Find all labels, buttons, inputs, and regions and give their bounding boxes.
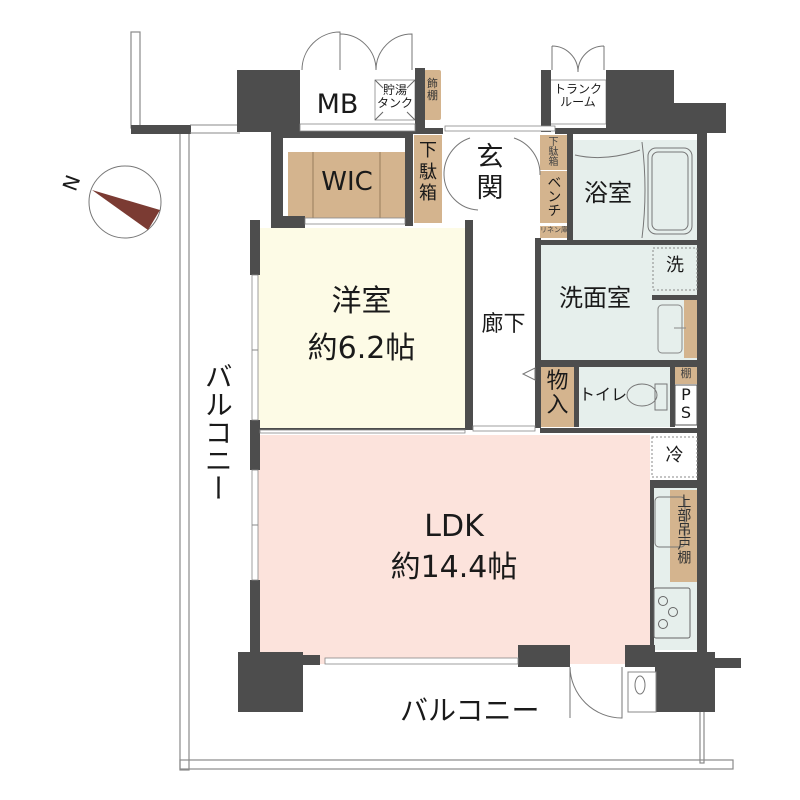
shelf-label: 棚: [680, 367, 692, 380]
bathroom-fill: [573, 140, 698, 240]
upper-cabinet-label: 上部吊戸棚: [675, 494, 692, 564]
shoe-cabinet-right-fill: [540, 135, 567, 170]
trunk-room-label: トランク ルーム: [553, 82, 602, 110]
stove-icon: [653, 587, 691, 639]
sink-icon: [657, 304, 683, 354]
linen-label: リネン庫: [540, 226, 568, 234]
washroom-label: 洗面室: [559, 284, 631, 312]
mb-label: MB: [316, 89, 359, 120]
kitchen-sink-icon: [654, 496, 686, 548]
bench-label: ベンチ: [545, 175, 562, 217]
compass-icon: [88, 165, 162, 239]
entrance-label: 玄 関: [476, 142, 504, 205]
fridge-label: 冷: [665, 445, 684, 466]
fridge-space: [651, 436, 698, 478]
balcony-wall-stub: [131, 125, 191, 134]
ldk-size: 約14.4帖: [390, 550, 518, 585]
washer-space: [652, 247, 698, 291]
western-room-size: 約6.2帖: [307, 331, 416, 366]
mb-fill: [300, 80, 375, 130]
western-room-name: 洋室: [331, 284, 392, 319]
bathtub-icon: [641, 141, 693, 239]
wic-label: WIC: [321, 167, 373, 197]
upper-cabinet-fill: [670, 490, 698, 582]
ps-label: P S: [680, 385, 692, 423]
hallway-label: 廊下: [481, 312, 526, 337]
bathroom-label: 浴室: [584, 179, 632, 207]
storage-door-marker: [521, 367, 536, 381]
outdoor-unit: [627, 671, 657, 713]
storage-fill: [541, 367, 574, 427]
linen-fill: [540, 226, 567, 238]
toilet-label: トイレ: [578, 385, 627, 404]
entrance-fill: [444, 135, 539, 223]
walls: [237, 68, 741, 712]
balcony-side-label: バルコニー: [200, 362, 234, 502]
western-room-fill: [258, 228, 465, 430]
toilet-icon: [626, 383, 668, 411]
storage-label: 物 入: [546, 369, 569, 419]
balcony-bottom-label: バルコニー: [400, 694, 540, 727]
shelf-fill: [674, 367, 698, 384]
ldk-name: LDK: [424, 509, 484, 544]
display-shelf-label: 飾 棚: [427, 77, 438, 103]
shoe-cabinet-left-label: 下 駄 箱: [419, 140, 437, 205]
trunk-room-fill: [549, 79, 607, 125]
water-tank-label: 貯湯 タンク: [376, 83, 413, 111]
ps-box: [674, 384, 698, 426]
display-shelf-fill: [424, 70, 441, 120]
ldk-fill: [258, 435, 650, 657]
shoe-cabinet-right-label: 下駄箱: [546, 136, 557, 166]
door-swings: [301, 31, 623, 719]
wic-fill: [288, 152, 408, 220]
washer-label: 洗: [666, 255, 684, 276]
bench-fill: [540, 171, 567, 223]
hallway-fill: [472, 228, 535, 430]
washroom-fill: [540, 245, 698, 360]
shoe-cabinet-left-fill: [414, 135, 442, 223]
